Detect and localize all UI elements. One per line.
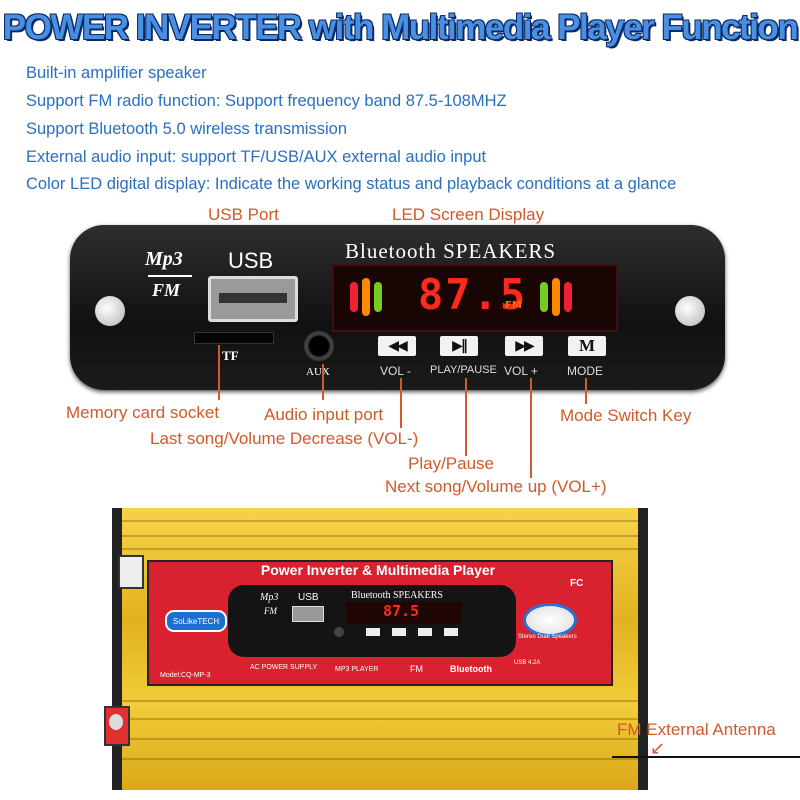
divider	[148, 275, 192, 277]
case-rib	[122, 758, 638, 760]
callout-led-screen: LED Screen Display	[392, 205, 545, 224]
feature-5: Color LED digital display: Indicate the …	[26, 175, 677, 193]
callout-fm-antenna: FM External Antenna	[617, 720, 776, 739]
level-bar-icon	[350, 282, 358, 312]
key-label-vol-down: VOL -	[380, 364, 411, 378]
feature-1: Built-in amplifier speaker	[26, 64, 207, 82]
speaker-icon	[523, 603, 577, 637]
model-label: Model:CQ-MP-3	[160, 672, 211, 679]
ac-power-label: AC POWER SUPPLY	[250, 664, 318, 671]
mini-mode-button[interactable]	[444, 628, 458, 636]
mini-play-pause-button[interactable]	[392, 628, 406, 636]
frequency-readout: 87.5	[418, 270, 528, 319]
feature-3: Support Bluetooth 5.0 wireless transmiss…	[26, 120, 347, 138]
level-bar-icon	[564, 282, 572, 312]
mini-mp3-logo: Mp3	[260, 592, 279, 603]
mini-brand-text: Bluetooth SPEAKERS	[351, 590, 443, 601]
key-label-vol-up: VOL +	[504, 364, 538, 378]
feature-4: External audio input: support TF/USB/AUX…	[26, 148, 487, 166]
mini-led-display	[346, 602, 462, 624]
case-rib	[122, 700, 638, 702]
callout-play-pause: Play/Pause	[408, 454, 494, 473]
callout-memory-card: Memory card socket	[66, 403, 220, 422]
feature-2: Support FM radio function: Support frequ…	[26, 92, 507, 110]
callout-audio-input: Audio input port	[264, 405, 384, 424]
level-bar-icon	[552, 278, 560, 316]
key-label-play-pause: PLAY/PAUSE	[430, 364, 497, 376]
mini-usb-label: USB	[298, 592, 319, 603]
terminal-icon	[118, 555, 144, 589]
leader-line	[322, 364, 324, 400]
arrow-icon: ↙	[650, 738, 666, 758]
mp3-player-label: MP3 PLAYER	[335, 666, 379, 673]
key-label-mode: MODE	[567, 364, 603, 378]
case-rib	[122, 520, 638, 522]
fm-indicator: FM	[505, 300, 522, 311]
next-button[interactable]: ▶▶	[505, 336, 543, 356]
screw-icon	[109, 714, 123, 730]
device-label: Power Inverter & Multimedia Player	[260, 562, 496, 578]
brand-text: Bluetooth SPEAKERS	[345, 239, 557, 263]
level-bar-icon	[540, 282, 548, 312]
level-bar-icon	[374, 282, 382, 312]
mini-prev-button[interactable]	[366, 628, 380, 636]
usb-port[interactable]	[208, 276, 298, 322]
fc-mark: FC	[570, 578, 584, 589]
prev-icon: ◀◀	[388, 338, 407, 354]
stereo-label: Stereo Dual Speakers	[518, 634, 577, 640]
bluetooth-label: Bluetooth	[450, 664, 492, 674]
case-rib	[122, 738, 638, 740]
callout-next-song: Next song/Volume up (VOL+)	[385, 477, 607, 496]
usb-label: USB	[228, 248, 274, 273]
leader-line	[400, 378, 402, 428]
page-title: POWER INVERTER with Multimedia Player Fu…	[2, 8, 799, 47]
tf-card-slot[interactable]	[194, 332, 274, 344]
callout-mode-switch: Mode Switch Key	[560, 406, 692, 425]
next-icon: ▶▶	[515, 338, 534, 354]
case-rib	[122, 548, 638, 550]
prev-button[interactable]: ◀◀	[378, 336, 416, 356]
fm-label: FM	[410, 664, 423, 674]
leader-line	[218, 345, 220, 400]
aux-jack[interactable]	[304, 331, 334, 361]
antenna-wire	[612, 756, 800, 758]
usb-rating: USB 4.2A	[514, 660, 541, 666]
level-bar-icon	[362, 278, 370, 316]
leader-line	[530, 378, 532, 478]
tf-label: TF	[222, 348, 239, 363]
leader-line	[465, 378, 467, 456]
fm-logo: FM	[152, 280, 181, 300]
mode-button[interactable]: M	[568, 336, 606, 356]
screw-icon	[95, 296, 125, 326]
screw-icon	[675, 296, 705, 326]
mini-usb-port[interactable]	[292, 606, 324, 622]
case-rib	[122, 718, 638, 720]
brand-badge: SoLikeTECH	[165, 610, 227, 632]
case-rib	[122, 535, 638, 537]
mini-fm-logo: FM	[264, 606, 277, 616]
mini-frequency-readout: 87.5	[383, 602, 420, 620]
play-pause-button[interactable]: ▶‖	[440, 336, 478, 356]
mini-next-button[interactable]	[418, 628, 432, 636]
aux-label: AUX	[306, 366, 330, 378]
callout-usb-port: USB Port	[208, 205, 279, 224]
mp3-logo: Mp3	[145, 248, 183, 270]
mini-aux-jack[interactable]	[334, 627, 344, 637]
leader-line	[585, 378, 587, 404]
play-pause-icon: ▶‖	[452, 338, 468, 354]
callout-last-song: Last song/Volume Decrease (VOL-)	[150, 429, 419, 448]
